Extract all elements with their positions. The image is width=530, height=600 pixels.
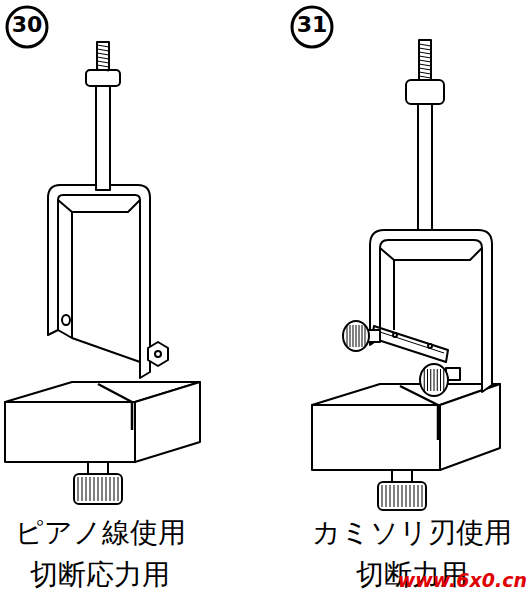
number-circle (7, 7, 47, 47)
number-circle (292, 7, 332, 47)
caption-line: 切断応力用 (30, 560, 170, 591)
piano-wire-fixture (5, 42, 200, 504)
razor-blade-fixture (312, 40, 500, 510)
caption-line: カミソリ刃使用 (312, 518, 512, 549)
callout-number: 31 (297, 13, 328, 37)
callout-number: 30 (12, 13, 43, 37)
caption-line: ピアノ線使用 (15, 518, 186, 549)
watermark: www.6x0.cn (398, 570, 527, 591)
